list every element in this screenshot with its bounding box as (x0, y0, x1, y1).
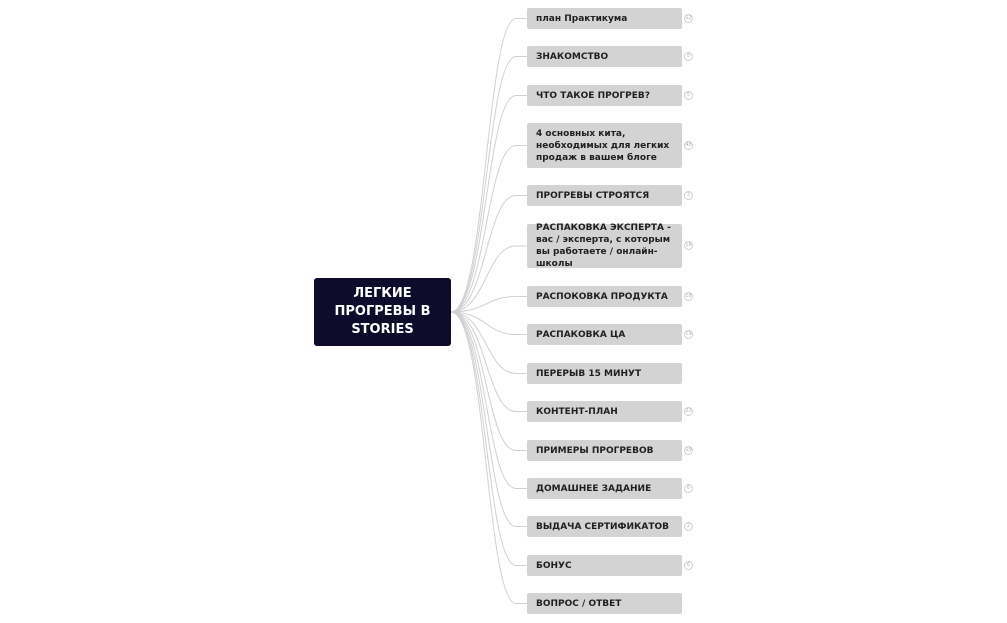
collapse-count-badge[interactable]: 5 (684, 91, 693, 100)
connector-line (450, 311, 527, 566)
branch-topic-label: ЗНАКОМСТВО (536, 51, 609, 62)
connector-line (450, 311, 527, 374)
collapse-count-badge[interactable]: 6 (684, 561, 693, 570)
root-topic-line: ПРОГРЕВЫ В (334, 304, 431, 319)
branch-topic-bonus[interactable]: БОНУС (527, 555, 682, 576)
branch-topic-label: план Практикума (536, 13, 628, 24)
connector-line (450, 145, 527, 313)
branch-topic-pereryv[interactable]: ПЕРЕРЫВ 15 МИНУТ (527, 363, 682, 384)
branch-topic-domashnee-zadanie[interactable]: ДОМАШНЕЕ ЗАДАНИЕ (527, 478, 682, 499)
branch-topic-primery-progrevov[interactable]: ПРИМЕРЫ ПРОГРЕВОВ (527, 440, 682, 461)
branch-topic-label: ВОПРОС / ОТВЕТ (536, 598, 622, 609)
collapse-count-badge[interactable]: 18 (684, 241, 693, 250)
connector-line (450, 195, 527, 313)
connector-line (450, 56, 527, 313)
collapse-count-badge[interactable]: 8 (684, 52, 693, 61)
branch-topic-kontent-plan[interactable]: КОНТЕНТ-ПЛАН (527, 401, 682, 422)
branch-topic-znakomstvo[interactable]: ЗНАКОМСТВО (527, 46, 682, 67)
branch-topic-progrevy-stroyatsya[interactable]: ПРОГРЕВЫ СТРОЯТСЯ (527, 185, 682, 206)
branch-topic-raspakovka-eksperta[interactable]: РАСПАКОВКА ЭКСПЕРТА - вас / эксперта, с … (527, 223, 682, 269)
branch-topic-label: 4 основных кита, необходимых для легких … (536, 128, 670, 163)
connector-line (450, 95, 527, 313)
branch-topic-label: ПЕРЕРЫВ 15 МИНУТ (536, 368, 642, 379)
collapse-count-badge[interactable]: 19 (684, 446, 693, 455)
branch-topic-vydacha-sertifikatov[interactable]: ВЫДАЧА СЕРТИФИКАТОВ (527, 516, 682, 537)
branch-topic-label: ЧТО ТАКОЕ ПРОГРЕВ? (536, 90, 650, 101)
branch-topic-raspakovka-tsa[interactable]: РАСПАКОВКА ЦА (527, 324, 682, 345)
collapse-count-badge[interactable]: 22 (684, 407, 693, 416)
branch-topic-vopros-otvet[interactable]: ВОПРОС / ОТВЕТ (527, 593, 682, 614)
collapse-count-badge[interactable]: 3 (684, 191, 693, 200)
branch-topic-label: КОНТЕНТ-ПЛАН (536, 406, 618, 417)
branch-topic-raspokovka-produkta[interactable]: РАСПОКОВКА ПРОДУКТА (527, 286, 682, 307)
collapse-count-badge[interactable]: 12 (684, 14, 693, 23)
connector-line (450, 18, 527, 313)
branch-topic-label: БОНУС (536, 560, 572, 571)
connector-line (450, 245, 527, 313)
branch-topic-label: РАСПАКОВКА ЭКСПЕРТА - вас / эксперта, с … (536, 223, 671, 269)
connector-line (450, 311, 527, 451)
branch-topic-label: ПРОГРЕВЫ СТРОЯТСЯ (536, 190, 650, 201)
connector-line (450, 311, 527, 604)
branch-topic-label: ПРИМЕРЫ ПРОГРЕВОВ (536, 445, 654, 456)
root-topic-line: STORIES (351, 322, 414, 337)
connector-line (450, 296, 527, 313)
branch-topic-label: ДОМАШНЕЕ ЗАДАНИЕ (536, 483, 652, 494)
collapse-count-badge[interactable]: 2 (684, 522, 693, 531)
root-topic-line: ЛЕГКИЕ (353, 286, 412, 301)
branch-topic-label: ВЫДАЧА СЕРТИФИКАТОВ (536, 521, 669, 532)
collapse-count-badge[interactable]: 19 (684, 330, 693, 339)
root-topic-node[interactable]: ЛЕГКИЕ ПРОГРЕВЫ В STORIES (314, 278, 451, 346)
collapse-count-badge[interactable]: 18 (684, 292, 693, 301)
connector-line (450, 311, 527, 489)
branch-topic-label: РАСПАКОВКА ЦА (536, 329, 626, 340)
branch-topic-4-kita[interactable]: 4 основных кита, необходимых для легких … (527, 123, 682, 168)
collapse-count-badge[interactable]: 48 (684, 141, 693, 150)
branch-topic-chto-takoe-progrev[interactable]: ЧТО ТАКОЕ ПРОГРЕВ? (527, 85, 682, 106)
connector-line (450, 311, 527, 527)
branch-topic-plan[interactable]: план Практикума (527, 8, 682, 29)
connector-line (450, 311, 527, 412)
collapse-count-badge[interactable]: 6 (684, 484, 693, 493)
connector-line (450, 311, 527, 335)
branch-topic-label: РАСПОКОВКА ПРОДУКТА (536, 291, 668, 302)
